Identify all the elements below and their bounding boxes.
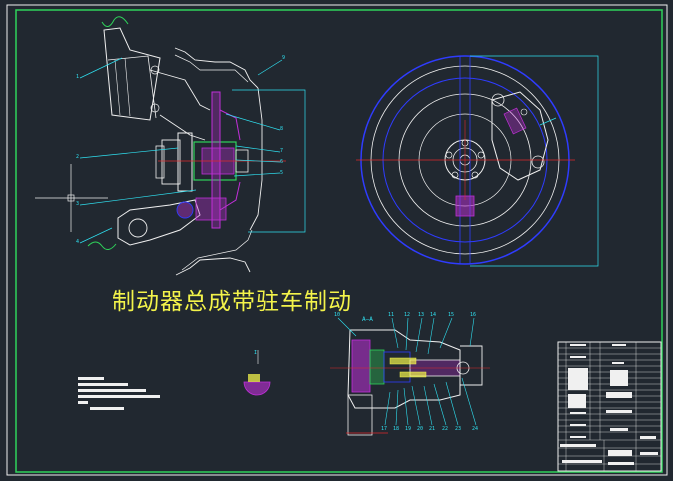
part-number: 1 (76, 74, 80, 80)
part-number: 21 (429, 426, 436, 432)
part-number: 11 (388, 312, 395, 318)
part-number: 14 (430, 312, 437, 318)
part-number: 23 (455, 426, 462, 432)
part-number: 15 (448, 312, 455, 318)
front-circular-view (356, 55, 599, 267)
part-number: 18 (393, 426, 400, 432)
part-number: 19 (405, 426, 412, 432)
part-number: 7 (280, 148, 284, 154)
strut-outline (103, 27, 161, 121)
part-number: 9 (282, 55, 286, 61)
inner-frame (15, 9, 663, 473)
part-number: 8 (280, 126, 284, 132)
break-line-bottom (87, 241, 117, 250)
part-number: 16 (470, 312, 477, 318)
detail-i (243, 350, 271, 396)
break-line-top (101, 16, 129, 27)
outer-frame (6, 4, 668, 476)
part-number: 13 (418, 312, 425, 318)
section-label: A—A (362, 316, 373, 323)
part-number: 20 (417, 426, 424, 432)
part-number: 12 (404, 312, 411, 318)
lower-arm (117, 199, 201, 246)
technical-notes-block (78, 377, 160, 410)
drawing-title: 制动器总成带驻车制动 (112, 289, 352, 315)
part-number: 4 (76, 239, 80, 245)
rim-outline (174, 47, 259, 89)
part-number: 24 (472, 426, 479, 432)
caliper-front (491, 91, 549, 181)
title-block (557, 341, 662, 472)
caliper-body (177, 132, 193, 192)
section-a-a (330, 317, 490, 436)
part-number: 5 (280, 170, 284, 176)
brake-disc (211, 91, 221, 229)
part-number: 2 (76, 154, 80, 160)
part-number: 22 (442, 426, 449, 432)
part-number: 3 (76, 201, 80, 207)
part-number: 6 (280, 159, 284, 165)
detail-label: I (254, 350, 258, 356)
left-side-view (35, 16, 306, 276)
part-number: 17 (381, 426, 388, 432)
part-number: 10 (334, 312, 341, 318)
